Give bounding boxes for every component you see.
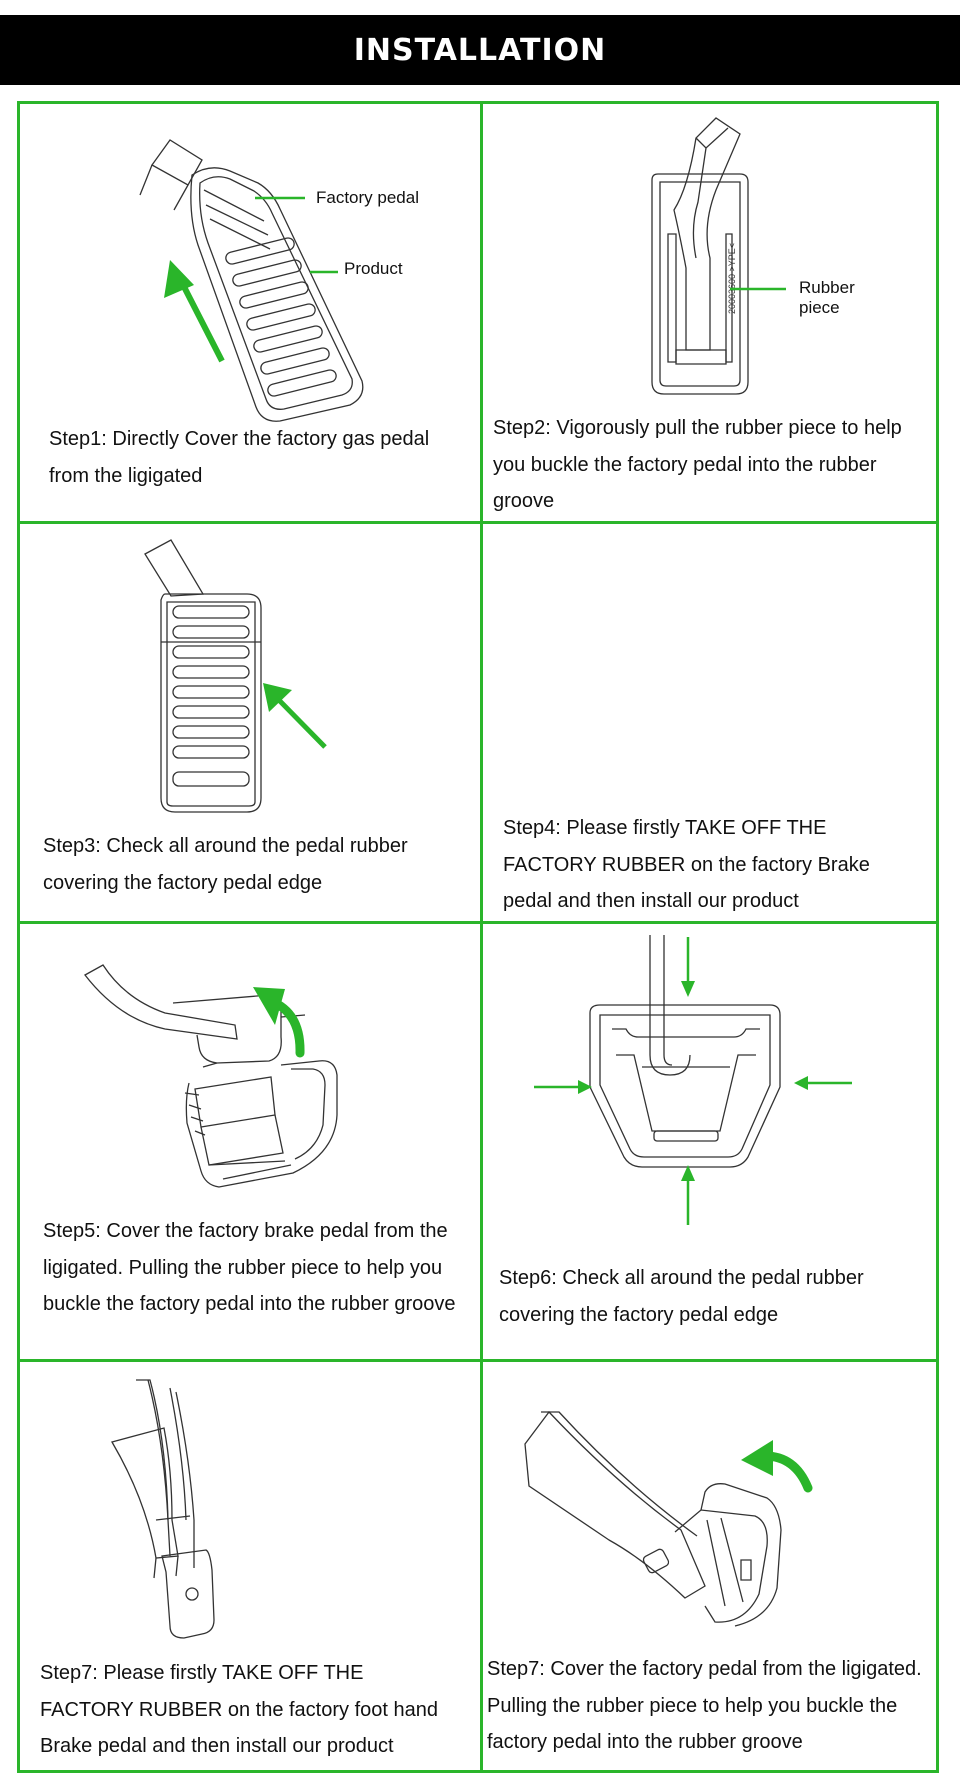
steps-grid [17, 101, 939, 1773]
step-1-illustration [139, 139, 364, 422]
part-number-stamp: 20003600 >YPE< [727, 243, 737, 314]
step-4-caption: Step4: Please firstly TAKE OFF THE FACTO… [503, 817, 870, 912]
grid-divider-row-2 [17, 921, 939, 924]
header-banner: INSTALLATION [0, 15, 960, 85]
factory-pedal-label: Factory pedal [316, 188, 419, 207]
step-5-illustration [84, 964, 338, 1188]
product-label-text: Product [344, 259, 403, 278]
grid-divider-row-3 [17, 1359, 939, 1362]
step-3-caption: Step3: Check all around the pedal rubber… [43, 835, 408, 894]
step-6-caption: Step6: Check all around the pedal rubber… [499, 1267, 864, 1326]
grid-divider-vertical [480, 101, 483, 1773]
step-7a-illustration [111, 1379, 215, 1639]
page-title: INSTALLATION [353, 32, 607, 68]
step-7b-illustration [524, 1410, 813, 1627]
rubber-piece-leader [730, 287, 786, 291]
step-1-caption: Step1: Directly Cover the factory gas pe… [49, 428, 430, 487]
step-2-illustration: 20003600 >YPE< [651, 117, 749, 395]
step-1-labels: Factory pedal Product [316, 188, 419, 207]
rubber-piece-label: Rubber piece [799, 278, 855, 317]
grid-divider-row-1 [17, 521, 939, 524]
step-7a-caption: Step7: Please firstly TAKE OFF THE FACTO… [40, 1662, 438, 1757]
step-6-illustration [534, 935, 852, 1225]
step-5-caption: Step5: Cover the factory brake pedal fro… [43, 1220, 456, 1315]
step-2-caption: Step2: Vigorously pull the rubber piece … [493, 417, 902, 512]
step-3-illustration [144, 539, 327, 813]
step-7b-caption: Step7: Cover the factory pedal from the … [487, 1658, 922, 1753]
